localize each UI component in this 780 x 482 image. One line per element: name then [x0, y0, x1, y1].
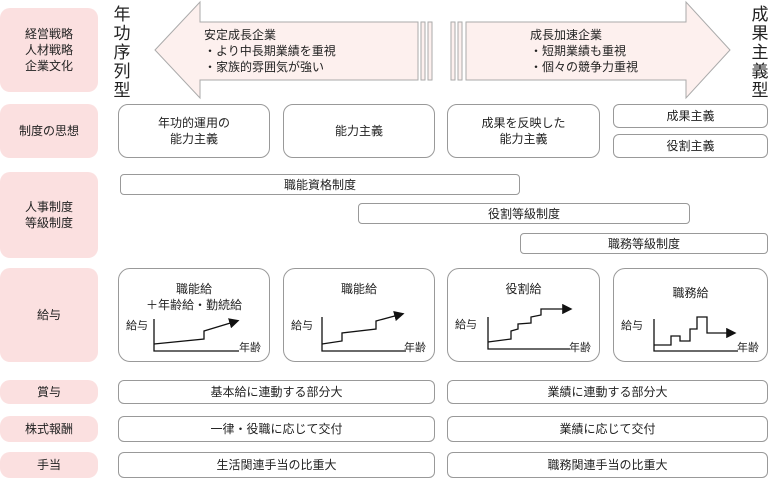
pay-curve-chart [487, 303, 573, 350]
pay-card: 職務給 給与 年齢 [613, 268, 768, 362]
y-axis-label: 給与 [126, 319, 148, 332]
philosophy-box: 役割主義 [613, 134, 768, 158]
pay-curve-chart [321, 311, 406, 352]
left-arrow-text: 安定成長企業 ・より中長期業績を重視 ・家族的雰囲気が強い [204, 28, 336, 74]
stock-box: 一律・役職に応じて交付 [118, 416, 435, 442]
pay-card: 職能給 給与 年齢 [283, 268, 435, 362]
pay-card: 役割給 給与 年齢 [447, 268, 600, 362]
x-axis-label: 年齢 [404, 341, 426, 354]
direction-arrows [154, 0, 731, 100]
pay-curve-chart [653, 316, 738, 352]
pay-line [487, 303, 573, 343]
divider-bar [450, 21, 456, 81]
y-axis-label: 給与 [455, 318, 477, 331]
allowance-box: 職務関連手当の比重大 [447, 452, 768, 478]
bonus-box: 基本給に連動する部分大 [118, 380, 435, 404]
merit-type-label: 成 果 主 義 型 [751, 5, 769, 101]
row-label-stock: 株式報酬 [0, 416, 98, 442]
grade-bar: 職務等級制度 [520, 233, 768, 254]
row-label-bonus: 賞与 [0, 380, 98, 404]
axes [321, 317, 406, 352]
x-axis-label: 年齢 [737, 341, 759, 354]
right-arrow [465, 0, 731, 100]
philosophy-box: 年功的運用の 能力主義 [118, 104, 270, 158]
row-label-philosophy: 制度の思想 [0, 104, 98, 158]
pay-curve-chart [153, 318, 240, 352]
stock-box: 業績に応じて交付 [447, 416, 768, 442]
row-label-strategy: 経営戦略 人材戦略 企業文化 [0, 8, 98, 92]
philosophy-box: 成果主義 [613, 104, 768, 128]
divider-bar [420, 21, 426, 81]
axes [653, 319, 738, 352]
y-axis-label: 給与 [291, 319, 313, 332]
grade-bar: 職能資格制度 [120, 174, 520, 195]
y-axis-label: 給与 [621, 319, 643, 332]
row-label-allowance: 手当 [0, 452, 98, 478]
grade-bar: 役割等級制度 [358, 203, 690, 224]
axes [487, 317, 570, 350]
right-arrow-text: 成長加速企業 ・短期業績も重視 ・個々の競争力重視 [530, 28, 639, 74]
divider-bar [427, 21, 433, 81]
axes [153, 319, 239, 352]
pay-type: 職能給 [340, 282, 377, 296]
bonus-box: 業績に連動する部分大 [447, 380, 768, 404]
pay-card: 職能給 ＋年齢給・勤続給 給与 年齢 [118, 268, 270, 362]
left-arrow [154, 0, 419, 100]
allowance-box: 生活関連手当の比重大 [118, 452, 435, 478]
pay-type: 職能給 ＋年齢給・勤続給 [145, 282, 242, 312]
pay-type: 役割給 [505, 282, 542, 296]
x-axis-label: 年齢 [569, 341, 591, 354]
divider-bar [457, 21, 463, 81]
pay-line [654, 316, 737, 346]
x-axis-label: 年齢 [239, 341, 261, 354]
pay-line [153, 318, 240, 345]
seniority-type-label: 年 功 序 列 型 [113, 5, 131, 101]
pay-line [321, 311, 405, 345]
row-label-pay: 給与 [0, 268, 98, 362]
philosophy-box: 成果を反映した 能力主義 [447, 104, 600, 158]
row-label-grade: 人事制度 等級制度 [0, 172, 98, 258]
pay-type: 職務給 [672, 286, 709, 300]
philosophy-box: 能力主義 [283, 104, 435, 158]
